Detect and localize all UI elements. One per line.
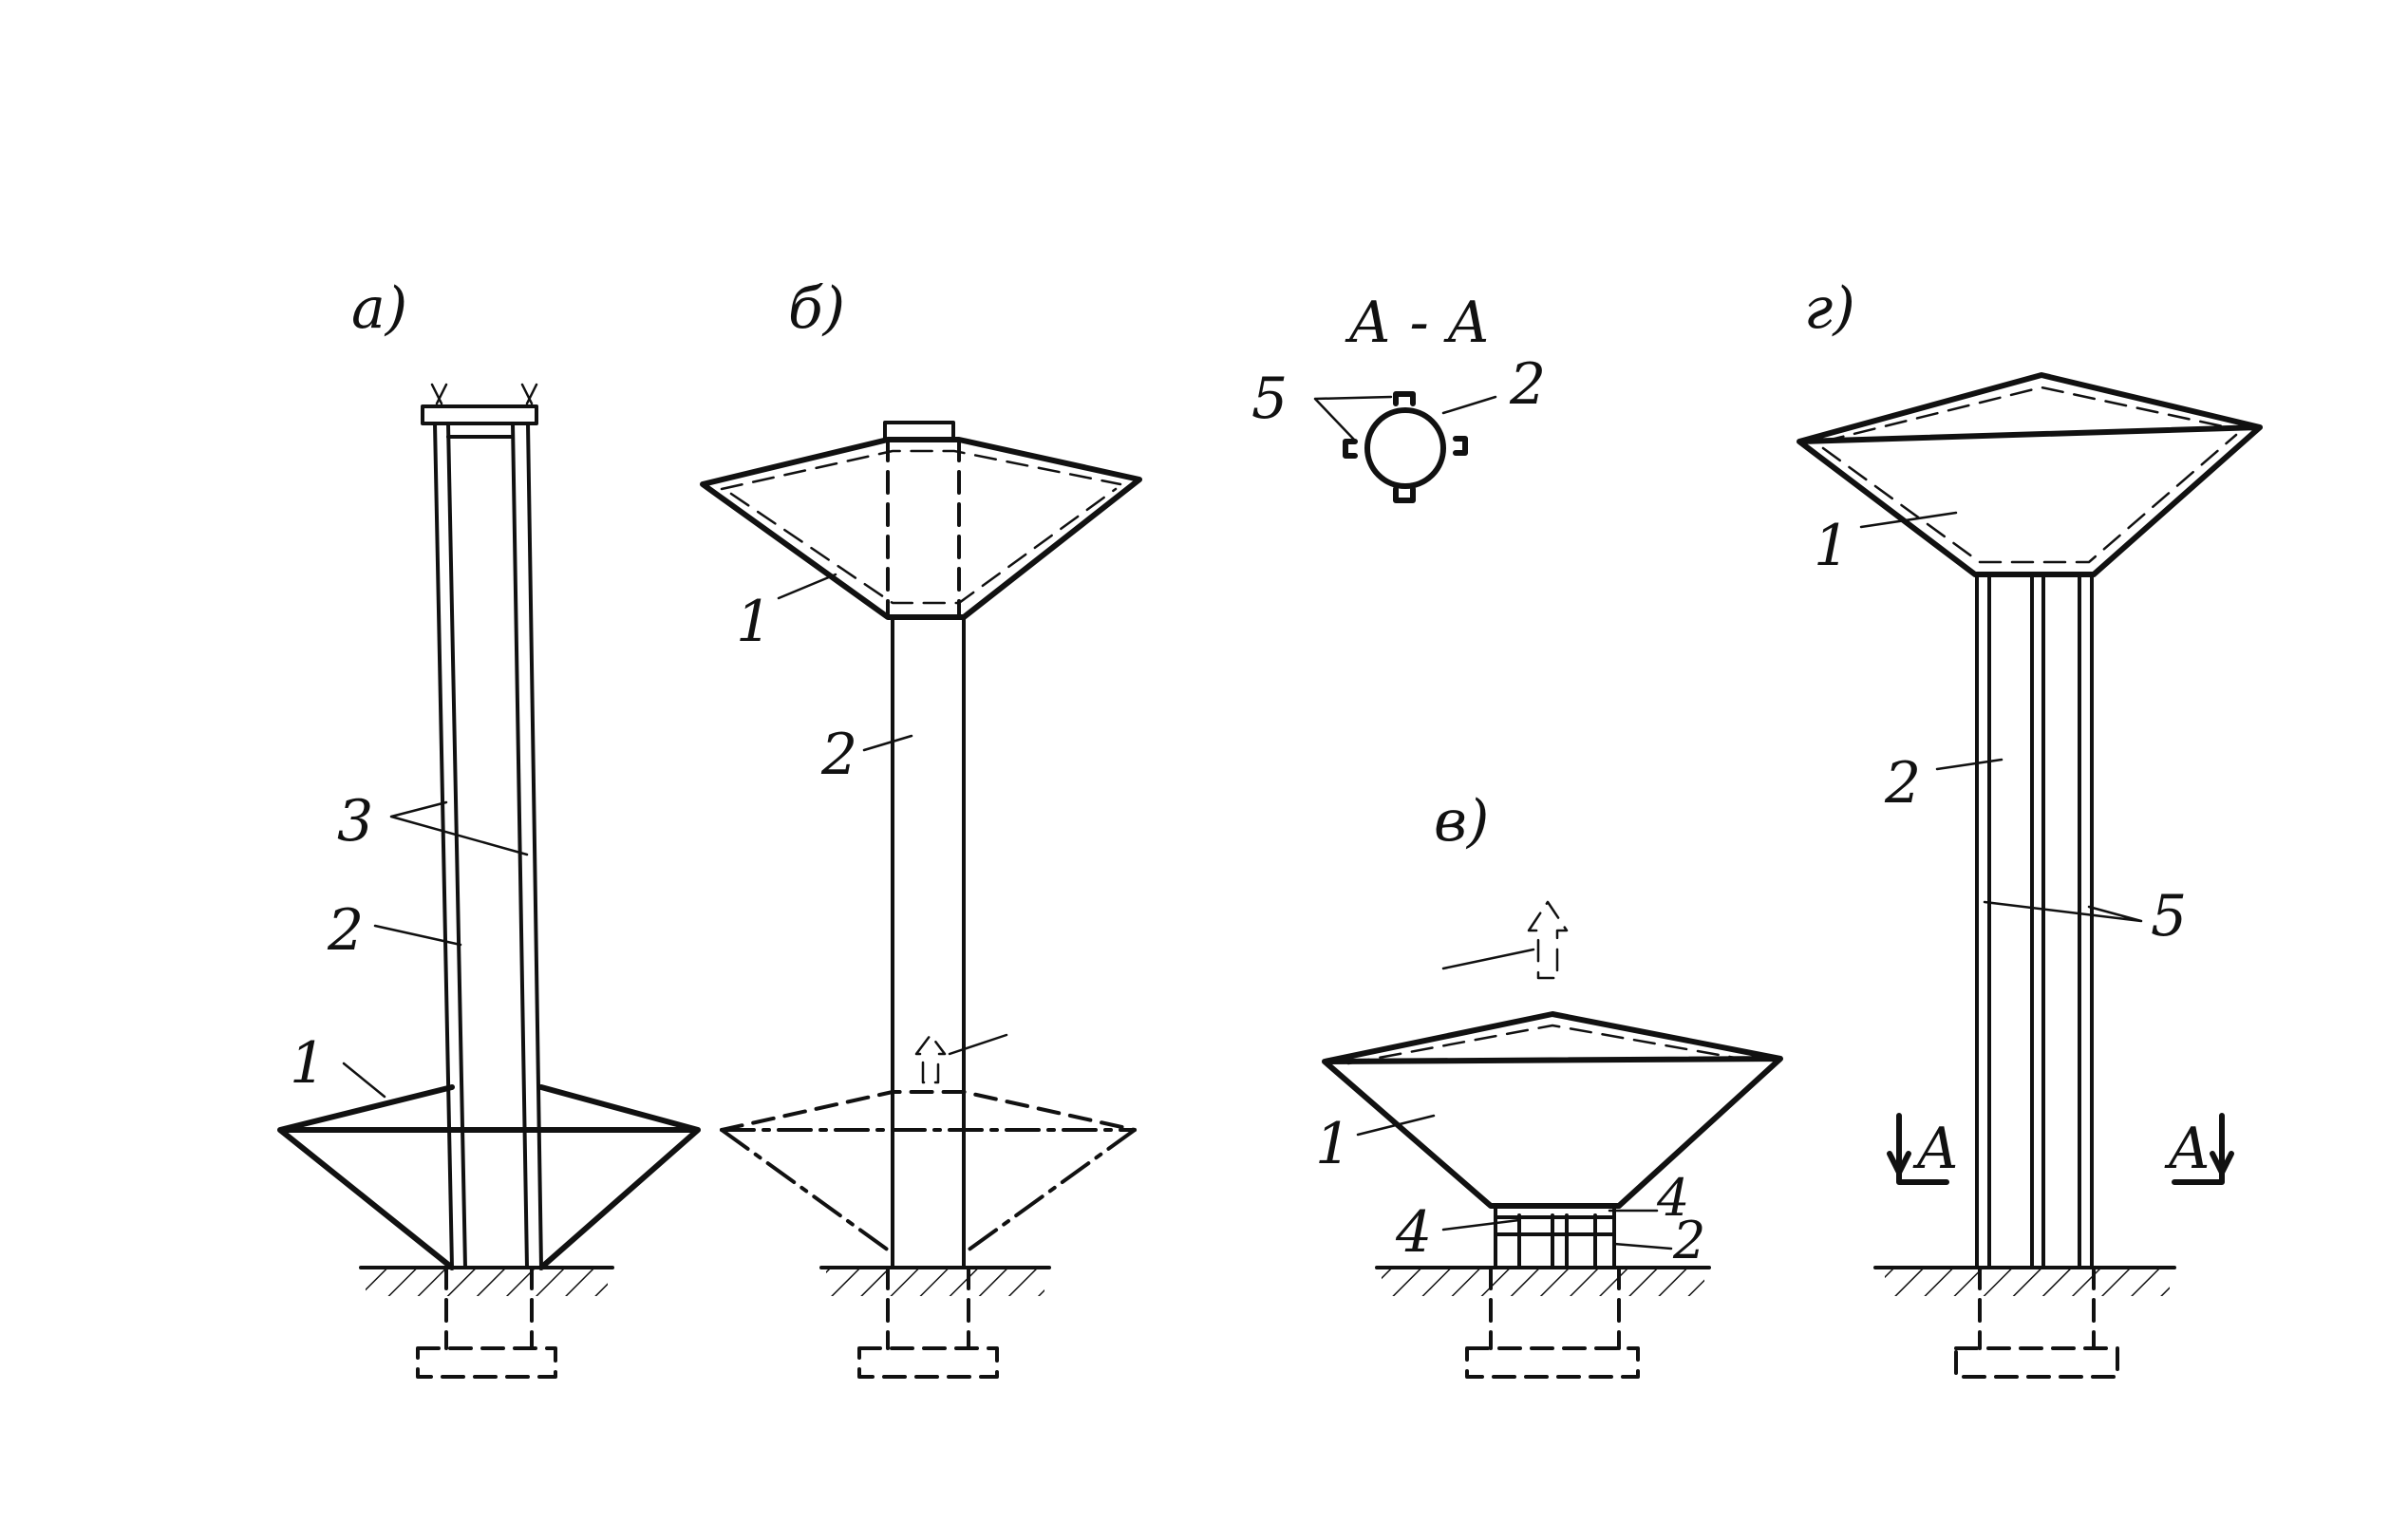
panel-b-bowl-initial-top xyxy=(720,1090,1137,1132)
section-title: А - А xyxy=(1345,290,1490,356)
section-leader-2 xyxy=(1441,395,1497,415)
panel-b-leader-1 xyxy=(777,573,837,600)
panel-a-shaft-right xyxy=(511,422,543,1269)
panel-b-leader-2 xyxy=(862,734,913,752)
panel-b-shaft xyxy=(891,615,966,1269)
panel-b-foundation xyxy=(857,1346,999,1379)
panel-b-label-2: 2 xyxy=(820,722,857,788)
panel-a-ground-hatch xyxy=(366,1268,608,1296)
panel-g-section-lines xyxy=(1896,1170,2225,1185)
panel-v-foundation xyxy=(1465,1346,1640,1379)
panel-g-shaft xyxy=(1975,573,2094,1269)
panel-v-leader-4-left xyxy=(1441,1218,1521,1232)
panel-b-label-1: 1 xyxy=(736,589,772,655)
panel-b-ground-hatch xyxy=(826,1268,1044,1296)
panel-g-leader-1 xyxy=(1859,511,1958,529)
panel-a-shaft-left xyxy=(433,422,467,1269)
panel-g-leader-5 xyxy=(1983,900,2143,923)
panel-b: б) 1 2 xyxy=(700,275,1142,1379)
panel-a-top-marks xyxy=(430,383,538,405)
section-label-2: 2 xyxy=(1509,351,1546,418)
panel-v-label-4-right: 4 xyxy=(1656,1168,1689,1228)
panel-b-shaft-hidden xyxy=(886,438,961,619)
panel-v-title: в) xyxy=(1434,788,1489,855)
panel-b-title: б) xyxy=(788,275,845,342)
panel-v-lift-arrow xyxy=(1527,900,1569,980)
panel-g-label-1: 1 xyxy=(1814,513,1850,579)
panel-b-lift-arrow xyxy=(914,1033,947,1084)
panel-g-foundation-stem xyxy=(1978,1266,2096,1350)
panel-a-label-3: 3 xyxy=(337,788,373,855)
panel-g-leader-2 xyxy=(1935,758,2004,771)
panel-a-title: а) xyxy=(351,275,407,342)
panel-v-label-1: 1 xyxy=(1315,1111,1351,1177)
panel-v-foundation-stem xyxy=(1489,1266,1621,1350)
panel-b-arrow-leader xyxy=(948,1033,1008,1056)
panel-g-label-2: 2 xyxy=(1884,750,1921,817)
panel-b-foundation-stem xyxy=(886,1266,970,1350)
panel-g-title: г) xyxy=(1804,275,1855,342)
panel-g-bowl-inner xyxy=(1821,385,2238,564)
panel-v-arrow-leader xyxy=(1441,948,1535,970)
panel-a-bowl xyxy=(277,1084,701,1270)
panel-a-label-2: 2 xyxy=(327,897,364,964)
section-leader-5 xyxy=(1313,395,1393,443)
panel-g-section-mark-right: А xyxy=(2164,1116,2210,1182)
panel-v: в) 1 4 4 2 xyxy=(1315,788,1783,1379)
panel-v-base-posts xyxy=(1494,1204,1616,1269)
panel-a-foundation-stem xyxy=(444,1266,534,1350)
section-a-a: А - А 5 2 xyxy=(1251,290,1546,503)
panel-v-bowl-inner xyxy=(1346,1024,1759,1065)
panel-g-section-mark-left: А xyxy=(1912,1116,1959,1182)
panel-v-bowl xyxy=(1322,1011,1783,1209)
panel-v-label-4-left: 4 xyxy=(1395,1199,1432,1266)
panel-b-bowl-initial xyxy=(720,1128,1137,1255)
panel-a-leader-2 xyxy=(373,924,462,947)
panel-v-label-2: 2 xyxy=(1672,1211,1705,1270)
panel-v-base-bands xyxy=(1494,1215,1616,1236)
panel-a: а) 3 2 1 xyxy=(277,275,701,1379)
panel-a-label-1: 1 xyxy=(290,1030,326,1097)
panel-g-foundation xyxy=(1954,1346,2119,1379)
section-circle xyxy=(1364,407,1446,489)
panel-g: г) А А 1 2 5 xyxy=(1797,275,2263,1379)
section-label-5: 5 xyxy=(1251,366,1288,432)
panel-v-leader-2 xyxy=(1612,1242,1673,1250)
section-ribs xyxy=(1343,391,1468,503)
panel-a-foundation xyxy=(416,1346,557,1379)
panel-g-ground-hatch xyxy=(1885,1268,2170,1296)
panel-v-ground-hatch xyxy=(1382,1268,1704,1296)
panel-a-top-cap xyxy=(421,404,538,425)
panel-g-section-arrows xyxy=(1887,1113,2234,1175)
panel-g-bowl xyxy=(1797,372,2263,577)
panel-b-bowl-inner xyxy=(720,449,1122,605)
panel-a-leader-3 xyxy=(389,800,529,856)
panel-g-label-5: 5 xyxy=(2151,883,2187,950)
panel-v-leader-1 xyxy=(1356,1114,1436,1137)
panel-a-leader-1 xyxy=(342,1062,386,1099)
